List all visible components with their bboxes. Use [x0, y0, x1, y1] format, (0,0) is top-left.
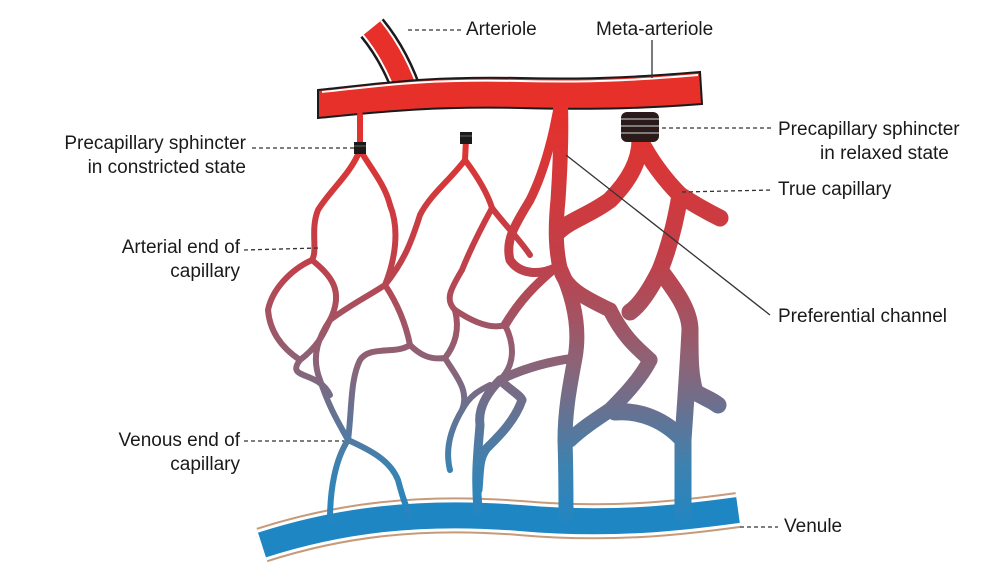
label-venous-end: Venous end of capillary	[40, 429, 240, 477]
label-sphincter-relaxed-line1: Precapillary sphincter	[778, 118, 960, 142]
sphincter-relaxed	[621, 112, 659, 142]
venule-vessel	[262, 510, 738, 545]
label-meta-arteriole: Meta-arteriole	[596, 18, 713, 42]
label-sphincter-constricted-line2: in constricted state	[6, 156, 246, 180]
label-true-capillary-text: True capillary	[778, 178, 891, 202]
label-preferential-channel: Preferential channel	[778, 305, 947, 329]
label-venule-text: Venule	[784, 515, 842, 539]
label-arterial-end-line1: Arterial end of	[40, 236, 240, 260]
true-capillaries	[268, 115, 530, 520]
label-true-capillary: True capillary	[778, 178, 891, 202]
label-arterial-end: Arterial end of capillary	[40, 236, 240, 284]
label-arterial-end-line2: capillary	[40, 260, 240, 284]
leader-true-capillary	[682, 190, 772, 192]
label-sphincter-relaxed: Precapillary sphincter in relaxed state	[778, 118, 960, 166]
label-arteriole-text: Arteriole	[466, 18, 537, 42]
label-venule: Venule	[784, 515, 842, 539]
label-arteriole: Arteriole	[466, 18, 537, 42]
label-venous-end-line2: capillary	[40, 453, 240, 477]
label-sphincter-relaxed-line2: in relaxed state	[778, 142, 960, 166]
label-sphincter-constricted: Precapillary sphincter in constricted st…	[6, 132, 246, 180]
label-meta-arteriole-text: Meta-arteriole	[596, 18, 713, 42]
label-venous-end-line1: Venous end of	[40, 429, 240, 453]
sphincter-constricted-1	[354, 142, 366, 154]
sphincter-constricted-2	[460, 132, 472, 144]
leader-arterial-end	[244, 248, 318, 250]
label-preferential-channel-text: Preferential channel	[778, 305, 947, 329]
label-sphincter-constricted-line1: Precapillary sphincter	[6, 132, 246, 156]
